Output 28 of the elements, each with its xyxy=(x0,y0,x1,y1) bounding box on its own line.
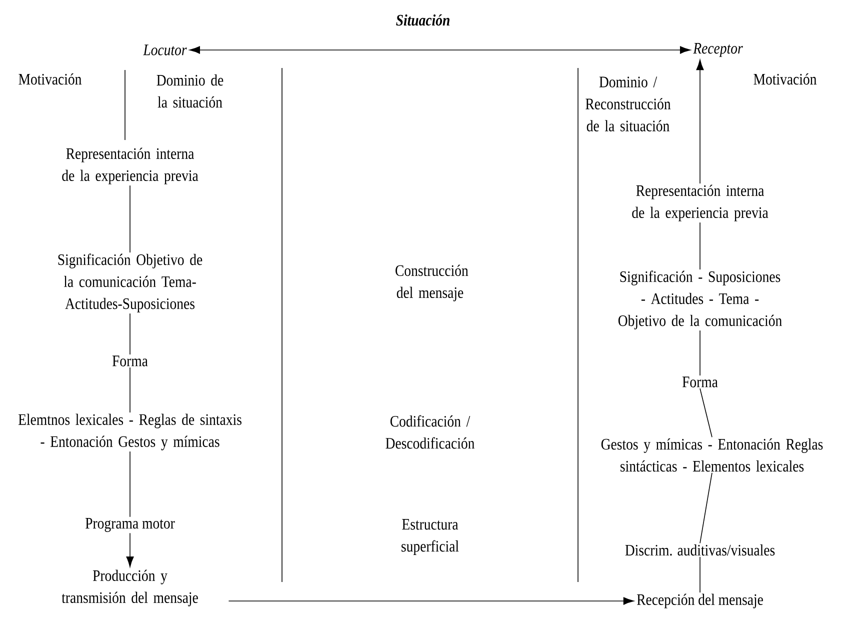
connector xyxy=(189,46,691,54)
connector xyxy=(126,532,134,568)
node-text: Programa motor xyxy=(86,518,175,532)
connector xyxy=(700,388,712,438)
node-text: Elemtnos lexicales - Reglas de sintaxis - Entonación Gestos y mímicas xyxy=(18,414,242,450)
node-text: Representación interna de la experiencia previa xyxy=(62,148,198,184)
node-text: Recepción del mensaje xyxy=(636,594,763,608)
node-text: Significación - Suposiciones - Actitudes - Tema - Objetivo de la comunicación xyxy=(618,270,782,330)
connector xyxy=(228,597,634,605)
node-text: Dominio / Reconstrucción de la situación xyxy=(586,76,671,132)
connector xyxy=(696,60,704,184)
node-text: Forma xyxy=(112,356,148,366)
node-text: Representación interna de la experiencia previa xyxy=(632,184,768,222)
node-text: Receptor xyxy=(693,43,743,57)
stage-label: Codificación / Descodificación xyxy=(386,415,474,449)
node-text: Locutor xyxy=(143,44,187,56)
stage-label: Estructura superficial xyxy=(402,519,459,555)
heading: Situación xyxy=(396,14,450,26)
connector xyxy=(700,472,712,544)
node-text: Discrim. auditivas/visuales xyxy=(625,544,775,556)
node-text: Motivación xyxy=(18,73,82,85)
node-text: Significación Objetivo de la comunicación Tema-Actitudes-Suposiciones xyxy=(58,254,202,312)
node-text: Gestos y mímicas - Entonación Reglas sintácticas - Elementos lexicales xyxy=(601,438,823,472)
node-text: Motivación xyxy=(754,73,817,85)
node-text: Producción y transmisión del mensaje xyxy=(62,570,198,606)
node-text: Forma xyxy=(682,376,718,388)
node-text: Dominio de la situación xyxy=(156,74,224,108)
stage-label: Construcción del mensaje xyxy=(396,264,468,302)
